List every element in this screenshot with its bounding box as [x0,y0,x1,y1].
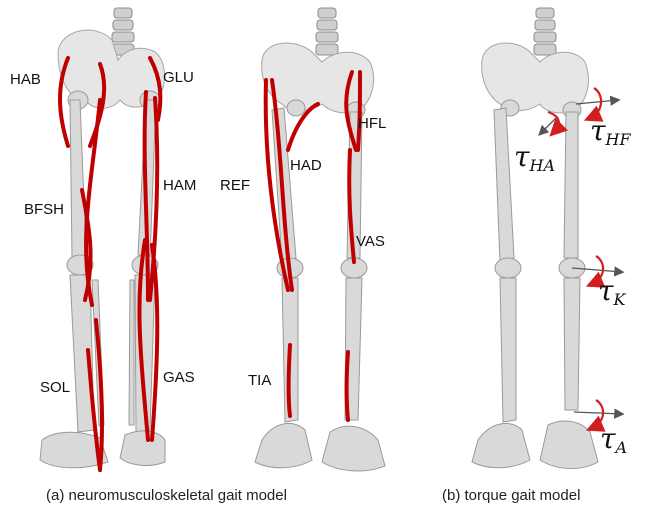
label-hfl: HFL [358,115,386,132]
label-ref: REF [220,177,250,194]
label-gas: GAS [163,369,195,386]
spine-side [316,8,338,55]
label-had: HAD [290,157,322,174]
tibia-torque-back [564,278,580,410]
label-ham: HAM [163,177,196,194]
fibula-left [129,280,134,425]
label-glu: GLU [163,69,194,86]
foot-side-back [322,426,385,471]
label-tau-ha: τHA [514,140,555,175]
hip-abduction-torque-arrow [548,112,559,132]
muscle-tia [289,345,291,416]
femur-torque-front [494,108,514,262]
femur-torque-back [564,112,578,258]
muscle-bfsh-2 [86,100,100,305]
spine [112,8,134,55]
muscle-labels-front: HAB GLU HAM BFSH GAS SOL [10,69,196,396]
label-tia: TIA [248,372,271,389]
label-bfsh: BFSH [24,201,64,218]
caption-panel-a: (a) neuromusculoskeletal gait model [46,487,287,504]
foot-left [120,431,165,466]
muscle-tia-2 [347,352,349,420]
label-vas: VAS [356,233,385,250]
label-sol: SOL [40,379,70,396]
muscle-hfl-2 [358,72,360,150]
foot-side-front [255,423,312,467]
label-hab: HAB [10,71,41,88]
skeleton-torque-view [472,8,598,469]
label-tau-k: τK [598,274,627,309]
foot-torque-back [540,421,598,469]
femoral-head-side-front [287,100,305,116]
hip-abduction-axis [540,118,556,134]
label-tau-hf: τHF [590,114,631,149]
foot-torque-front [472,423,530,467]
spine-torque [534,8,556,55]
tibia-torque-front [500,278,516,422]
ankle-axis [574,412,622,414]
caption-panel-b: (b) torque gait model [442,487,580,504]
femur-right [70,100,86,258]
knee-torque-front [495,258,521,278]
label-tau-a: τA [600,422,627,457]
